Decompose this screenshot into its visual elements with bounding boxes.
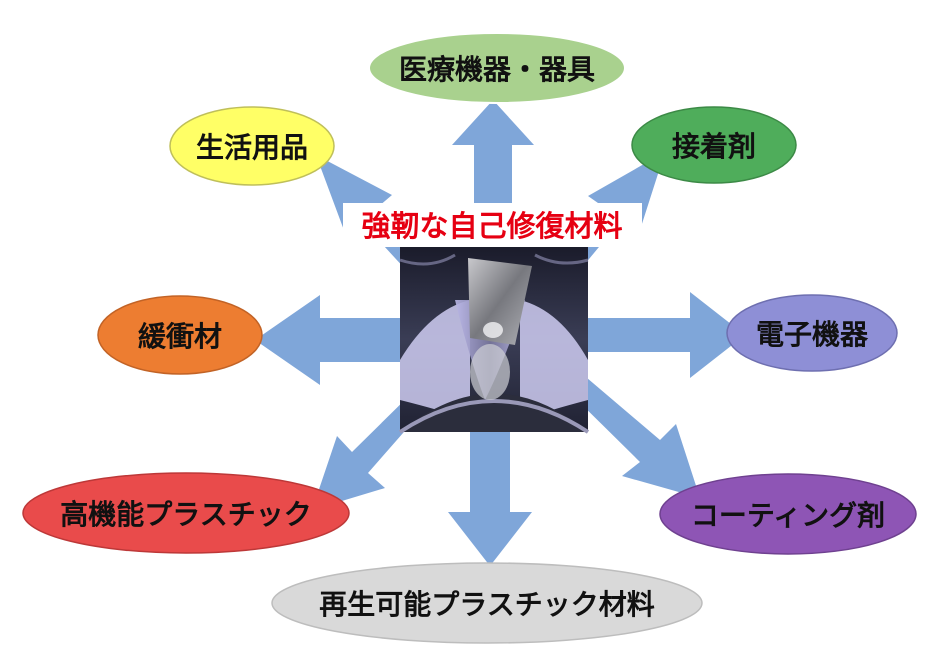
center-title-box: 強靭な自己修復材料 [343,203,642,247]
application-adhesive: 接着剤 [631,106,797,184]
application-medical: 医療機器・器具 [368,32,626,104]
label-high-performance-plastic: 高機能プラスチック [60,498,311,531]
arrow-up [452,100,534,278]
application-cushion: 緩衝材 [97,295,263,375]
label-coating: コーティング剤 [691,499,885,532]
arrow-left [255,295,420,385]
application-coating: コーティング剤 [659,473,917,555]
label-recyclable-plastic: 再生可能プラスチック材料 [319,588,654,621]
arrow-right [575,292,745,378]
center-title: 強靭な自己修復材料 [361,209,622,243]
label-medical: 医療機器・器具 [399,53,595,86]
label-daily: 生活用品 [196,131,308,164]
label-electronics: 電子機器 [756,318,869,351]
center-photo [398,246,590,434]
label-adhesive: 接着剤 [672,130,756,163]
arrow-down [448,395,532,566]
application-daily: 生活用品 [169,106,335,186]
application-high-performance-plastic: 高機能プラスチック [22,472,350,554]
application-recyclable-plastic: 再生可能プラスチック材料 [271,562,703,644]
application-electronics: 電子機器 [726,294,898,372]
label-cushion: 緩衝材 [138,320,222,353]
arrow-down-right [565,372,700,498]
